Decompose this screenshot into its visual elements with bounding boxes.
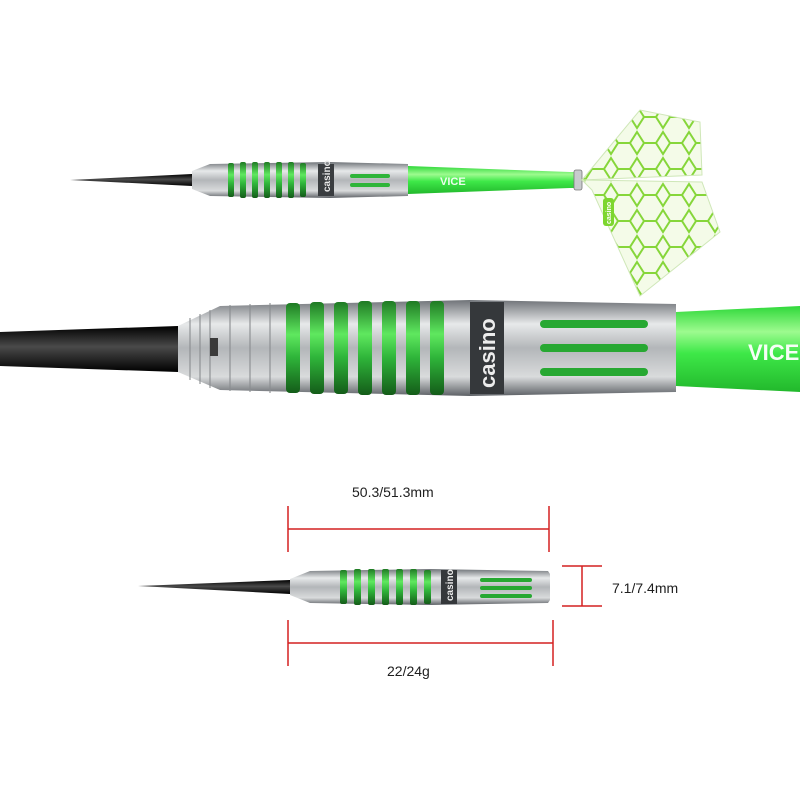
top-dart-shaft [408, 166, 580, 194]
weight-dimension-line [287, 620, 554, 666]
closeup-barrel-logo-text: casino [475, 318, 500, 388]
dim-barrel-green-rings [340, 569, 431, 605]
closeup-barrel-logo-band [470, 302, 504, 394]
top-shaft-ring [573, 169, 583, 191]
barrel-closeup: casino VICE [0, 300, 800, 396]
dim-barrel-slot [480, 586, 532, 590]
length-dimension-line [287, 506, 550, 552]
flight-logo-text: casino [606, 202, 613, 224]
top-barrel-slot [350, 174, 390, 178]
closeup-barrel-green-rings [286, 301, 444, 395]
top-shaft-logo: VICE [440, 176, 466, 188]
top-barrel-logo-band [318, 164, 334, 196]
diameter-label: 7.1/7.4mm [612, 580, 679, 596]
top-dart-flight [580, 179, 721, 297]
dim-barrel-point [138, 580, 290, 594]
closeup-shaft-logo: VICE [748, 340, 799, 365]
length-label: 50.3/51.3mm [352, 484, 434, 500]
closeup-point [0, 326, 178, 372]
closeup-barrel-grooves [189, 303, 271, 393]
full-dart: casino VICE casino [70, 109, 721, 297]
closeup-shaft [676, 306, 800, 392]
top-barrel-logo-text: casino [322, 160, 333, 192]
flight-logo-badge [603, 198, 614, 226]
closeup-barrel-notch [210, 338, 218, 356]
dim-barrel-slot [480, 594, 532, 598]
dim-barrel-logo-band [441, 570, 457, 604]
top-dart-point [70, 174, 192, 186]
top-dart-flight [580, 109, 703, 181]
dim-barrel-slot [480, 578, 532, 582]
diameter-dimension-line [562, 565, 602, 607]
top-barrel-green-rings [228, 162, 306, 198]
top-barrel-slot [350, 183, 390, 187]
closeup-barrel-slots [540, 320, 648, 376]
barrel-dimension-diagram: casino [138, 506, 602, 666]
weight-label: 22/24g [387, 663, 430, 679]
dim-barrel-logo-text: casino [445, 569, 456, 601]
